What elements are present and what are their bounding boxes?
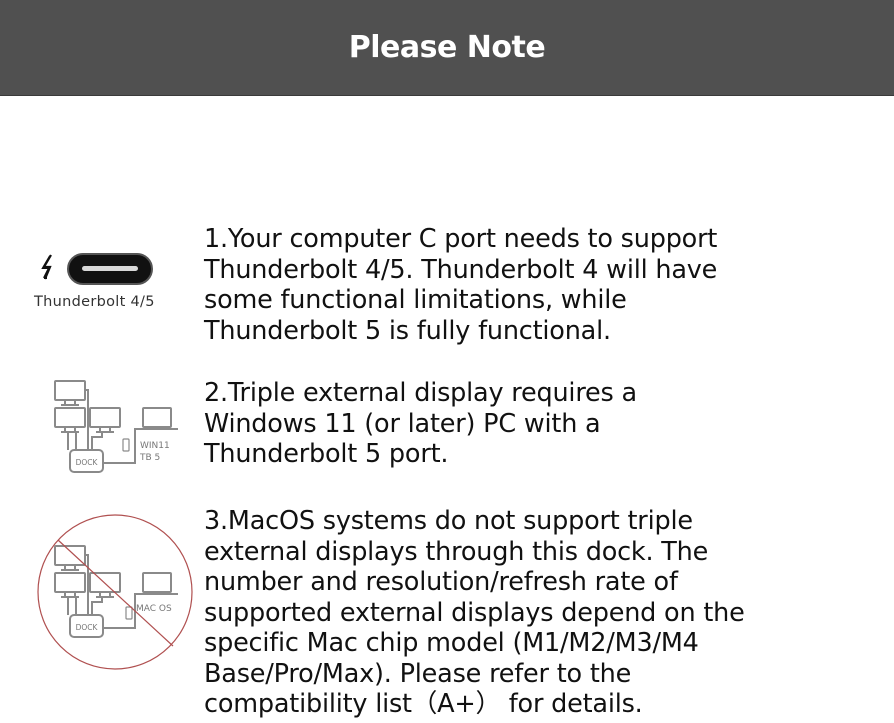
note-3-line: 3.MacOS systems do not support triple: [204, 506, 693, 536]
note-3: 3.MacOS systems do not support triple ex…: [204, 506, 745, 720]
triple-display-dock-windows-diagram-icon: DOCK WIN11 TB 5: [54, 380, 178, 473]
note-3-line: supported external displays depend on th…: [204, 597, 745, 628]
thunderbolt-label: Thunderbolt 4/5: [34, 294, 155, 310]
prohibited-circle-icon: [37, 514, 193, 670]
thunderbolt-port-illustration: Thunderbolt 4/5: [30, 250, 180, 320]
thunderbolt-usb-c-port-icon: [41, 253, 153, 285]
windows-dock-diagram: DOCK WIN11 TB 5: [40, 375, 190, 480]
note-2-line: Thunderbolt 5 port.: [204, 439, 449, 469]
port-label: TB 5: [139, 453, 160, 463]
macos-dock-diagram: DOCK MAC OS: [30, 512, 200, 672]
note-1-line: Thunderbolt 5 is fully functional.: [204, 315, 611, 346]
triple-display-dock-macos-prohibited-icon: DOCK MAC OS: [37, 514, 193, 670]
note-2-line: Windows 11 (or later) PC with a: [204, 408, 601, 439]
page-title: Please Note: [348, 30, 546, 65]
note-3-line: external displays through this dock. The: [204, 536, 709, 567]
note-1-line: Thunderbolt 4/5. Thunderbolt 4 will have: [204, 254, 718, 285]
header-banner: Please Note: [0, 0, 894, 96]
note-1-line: 1.Your computer C port needs to support: [204, 224, 718, 254]
prohibited-slash-icon: [57, 539, 174, 647]
note-1-line: some functional limitations, while: [204, 285, 627, 315]
os-label: MAC OS: [136, 604, 172, 614]
note-3-line: specific Mac chip model (M1/M2/M3/M4: [204, 628, 699, 658]
note-3-line: number and resolution/refresh rate of: [204, 567, 678, 597]
dock-label: DOCK: [76, 458, 99, 467]
note-2-line: 2.Triple external display requires a: [204, 378, 637, 408]
note-2: 2.Triple external display requires a Win…: [204, 378, 637, 470]
note-3-line: Base/Pro/Max). Please refer to the: [204, 658, 632, 689]
note-3-line: compatibility list（A+） for details.: [204, 689, 643, 719]
note-1: 1.Your computer C port needs to support …: [204, 224, 717, 346]
dock-label: DOCK: [76, 623, 99, 632]
os-label: WIN11: [140, 441, 170, 451]
